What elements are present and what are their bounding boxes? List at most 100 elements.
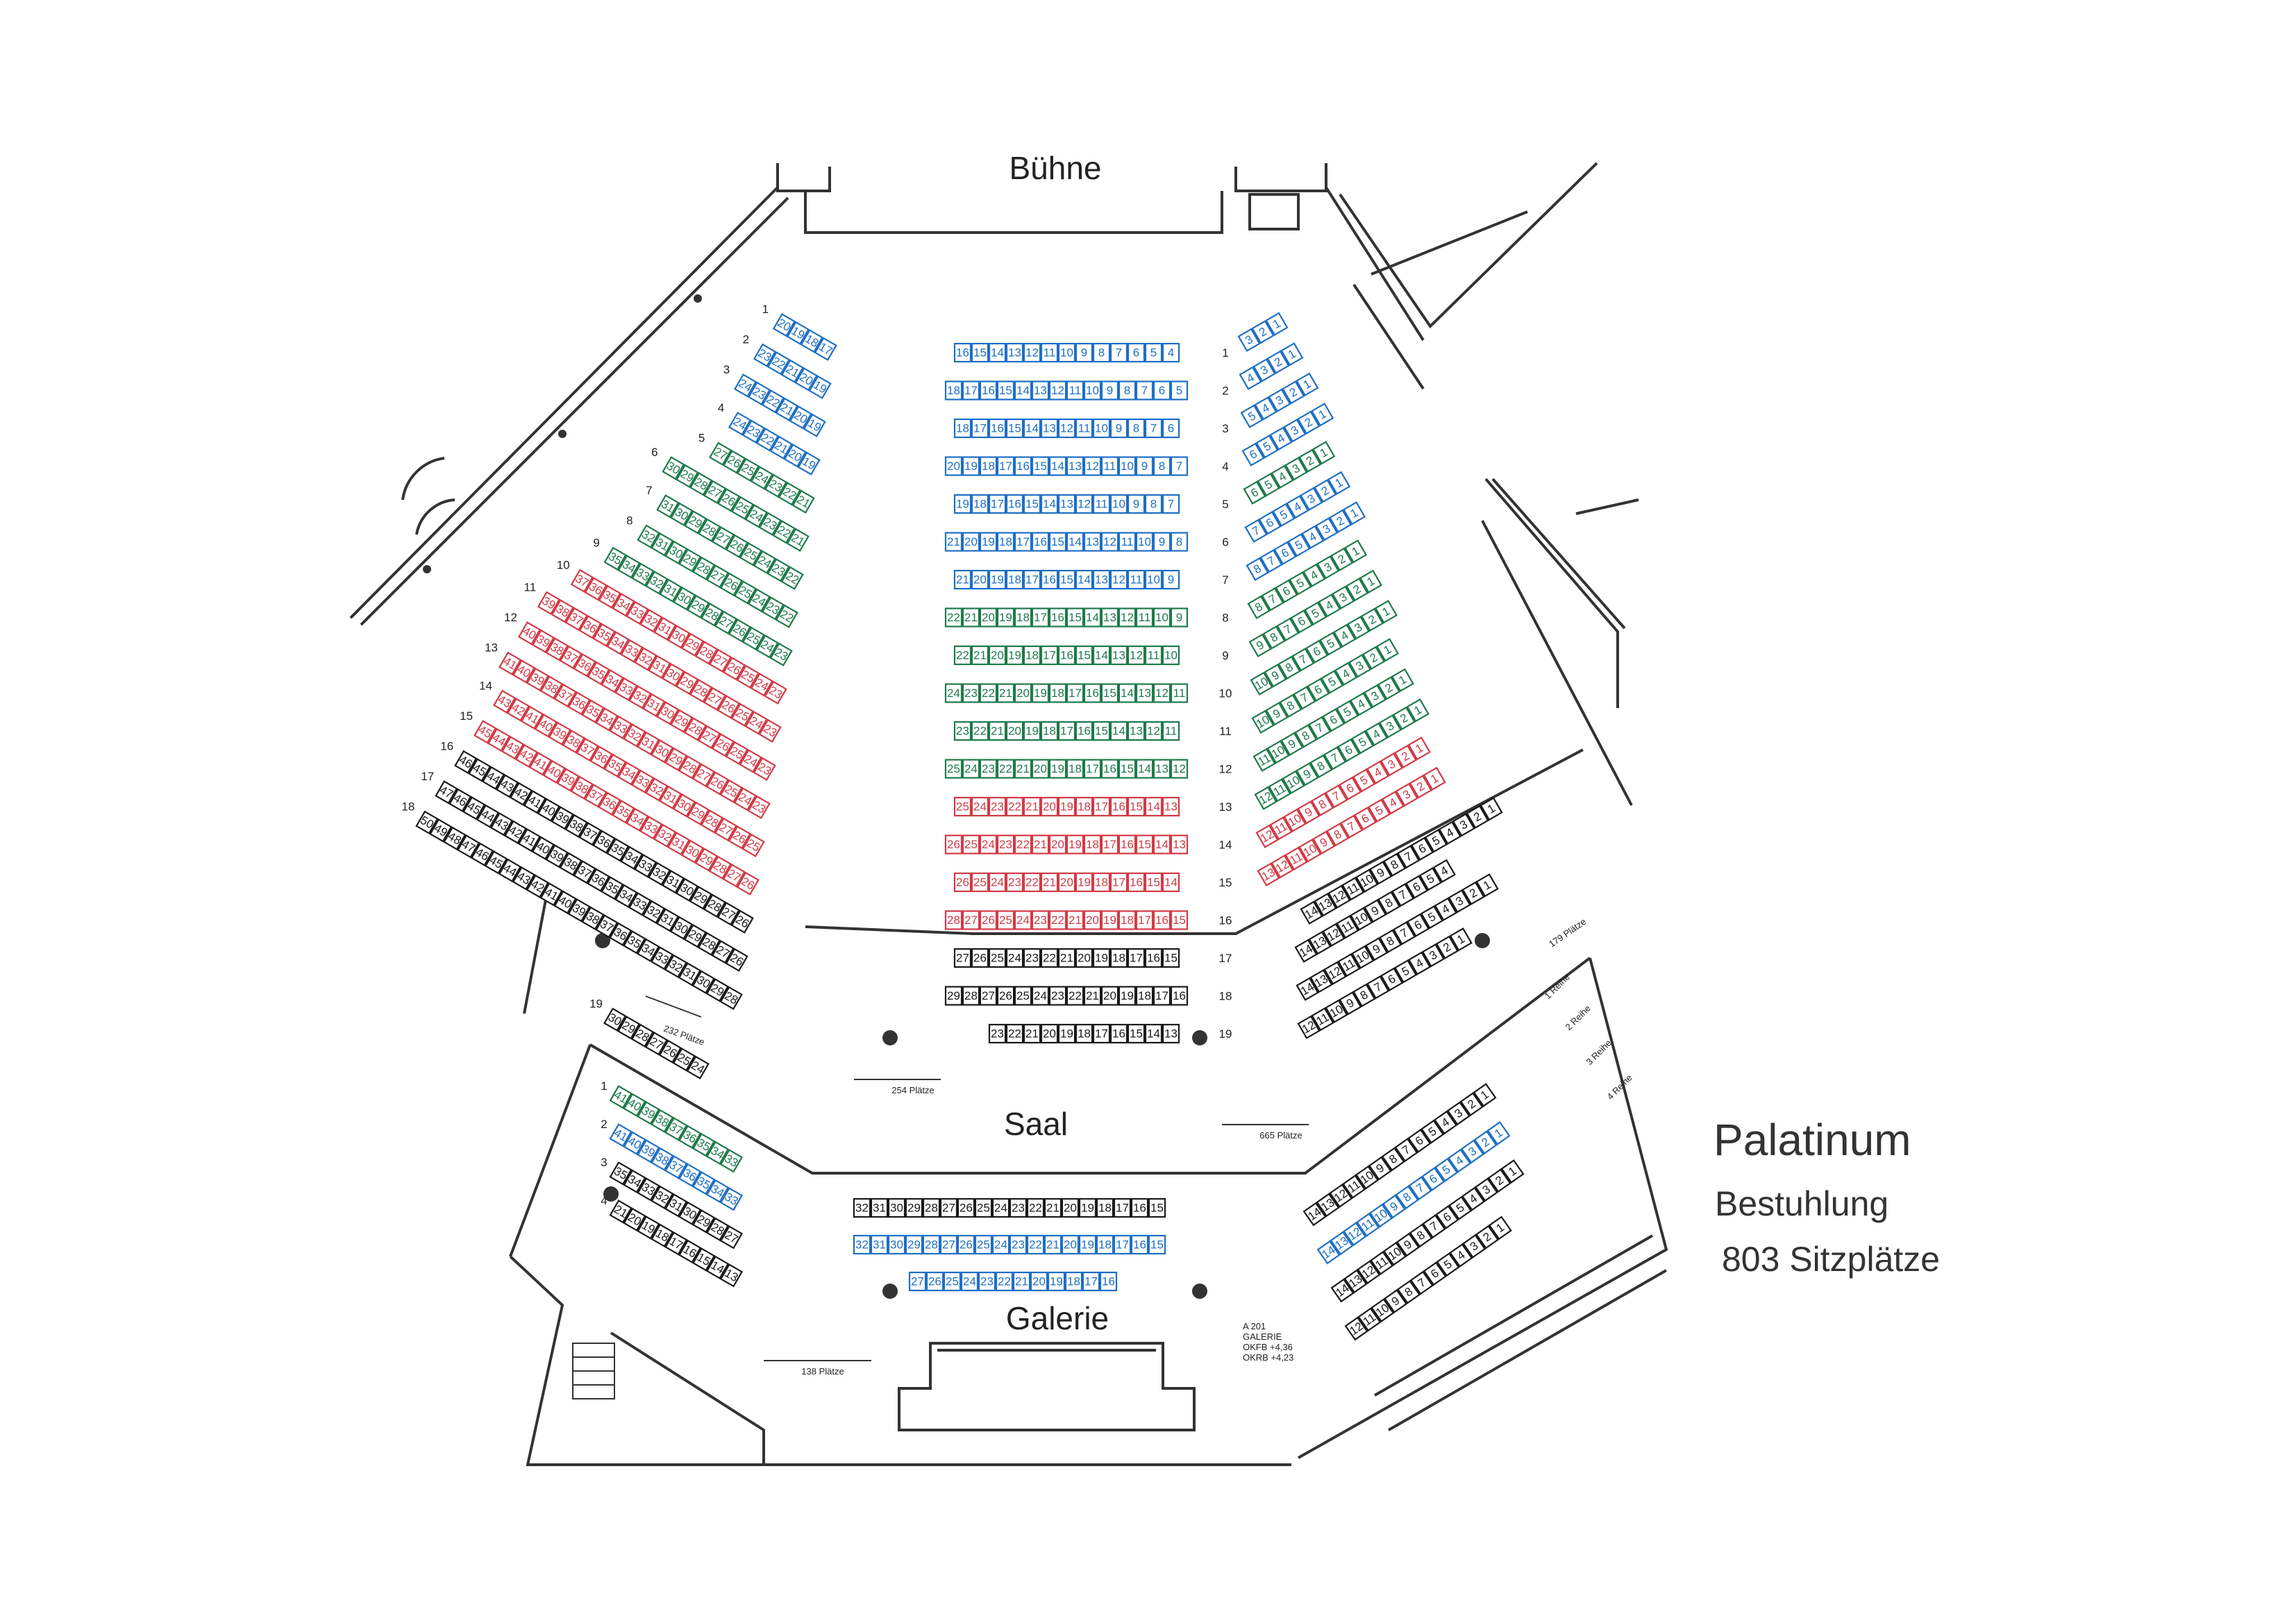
seat[interactable]: 27 — [719, 1225, 744, 1250]
seat[interactable]: 12 — [1083, 456, 1102, 476]
seat[interactable]: 33 — [628, 892, 652, 916]
seat[interactable]: 33 — [639, 816, 663, 840]
seat[interactable]: 2 — [1475, 1225, 1500, 1250]
seat[interactable]: 8 — [1170, 532, 1189, 552]
seat[interactable]: 18 — [1064, 1271, 1083, 1292]
seat[interactable]: 1 — [1327, 471, 1351, 495]
seat[interactable]: 12 — [1100, 532, 1119, 552]
seat[interactable]: 13 — [1162, 1023, 1180, 1044]
seat[interactable]: 18 — [1092, 872, 1111, 893]
seat[interactable]: 2 — [1266, 350, 1290, 374]
seat[interactable]: 40 — [512, 659, 536, 684]
seat[interactable]: 26 — [953, 872, 972, 893]
seat[interactable]: 10 — [1162, 645, 1180, 666]
seat[interactable]: 7 — [1261, 587, 1284, 612]
seat[interactable]: 11 — [1311, 1007, 1334, 1032]
seat[interactable]: 3 — [1316, 555, 1340, 580]
seat[interactable]: 18 — [1005, 569, 1024, 590]
seat[interactable]: 28 — [922, 1234, 941, 1255]
seat[interactable]: 31 — [870, 1234, 889, 1255]
seat[interactable]: 19 — [1118, 986, 1137, 1006]
seat[interactable]: 19 — [962, 456, 980, 476]
seat[interactable]: 28 — [962, 986, 980, 1006]
seat[interactable]: 18 — [971, 494, 989, 514]
seat[interactable]: 24 — [753, 550, 776, 574]
seat[interactable]: 6 — [1423, 1261, 1447, 1286]
seat[interactable]: 16 — [1130, 1234, 1149, 1255]
seat[interactable]: 19 — [1066, 834, 1084, 855]
seat[interactable]: 27 — [703, 687, 727, 711]
seat[interactable]: 18 — [1014, 607, 1032, 628]
seat[interactable]: 6 — [1337, 738, 1361, 762]
seat[interactable]: 16 — [1048, 607, 1067, 628]
seat[interactable]: 6 — [1421, 1167, 1446, 1191]
seat[interactable]: 8 — [1379, 929, 1402, 953]
seat[interactable]: 7 — [1392, 921, 1416, 945]
seat[interactable]: 20 — [1061, 1197, 1080, 1218]
seat[interactable]: 19 — [1057, 796, 1076, 817]
seat[interactable]: 40 — [623, 1093, 646, 1117]
seat[interactable]: 5 — [1336, 700, 1359, 724]
seat[interactable]: 40 — [517, 621, 542, 646]
seat[interactable]: 8 — [1326, 823, 1350, 847]
seat[interactable]: 18 — [1066, 759, 1084, 779]
seat[interactable]: 13 — [1100, 607, 1119, 628]
seat[interactable]: 17 — [1040, 645, 1059, 666]
seat[interactable]: 16 — [1130, 1197, 1149, 1218]
seat[interactable]: 17 — [996, 456, 1015, 476]
seat[interactable]: 3 — [1446, 1101, 1470, 1126]
seat[interactable]: 26 — [971, 948, 989, 968]
seat[interactable]: 22 — [1005, 1023, 1024, 1044]
seat[interactable]: 13 — [1257, 862, 1280, 886]
seat[interactable]: 23 — [1009, 1234, 1028, 1255]
seat[interactable]: 18 — [953, 418, 972, 439]
seat[interactable]: 12 — [1329, 1184, 1353, 1208]
seat[interactable]: 29 — [944, 986, 963, 1006]
seat[interactable]: 19 — [1057, 1023, 1076, 1044]
seat[interactable]: 21 — [962, 607, 980, 628]
seat[interactable]: 3 — [1268, 388, 1291, 412]
seat[interactable]: 36 — [578, 615, 602, 639]
seat[interactable]: 24 — [991, 1234, 1010, 1255]
seat[interactable]: 23 — [741, 419, 766, 444]
seat[interactable]: 32 — [853, 1197, 871, 1218]
seat[interactable]: 6 — [1127, 342, 1146, 363]
seat[interactable]: 17 — [971, 418, 989, 439]
seat[interactable]: 2 — [1297, 410, 1321, 435]
seat[interactable]: 11 — [1118, 532, 1137, 552]
seat[interactable]: 5 — [1144, 342, 1163, 363]
seat[interactable]: 32 — [651, 1185, 674, 1209]
seat[interactable]: 11 — [1066, 380, 1084, 401]
seat[interactable]: 9 — [1127, 494, 1146, 514]
seat[interactable]: 18 — [1075, 796, 1093, 817]
seat[interactable]: 24 — [979, 834, 998, 855]
seat[interactable]: 1 — [1486, 1121, 1511, 1145]
seat[interactable]: 1 — [1449, 927, 1473, 952]
seat[interactable]: 19 — [979, 532, 998, 552]
seat[interactable]: 4 — [1364, 722, 1389, 746]
seat[interactable]: 4 — [1366, 760, 1390, 784]
seat[interactable]: 1 — [1312, 441, 1336, 465]
seat[interactable]: 21 — [1044, 1234, 1062, 1255]
seat[interactable]: 12 — [1344, 1316, 1368, 1341]
seat[interactable]: 7 — [1408, 1176, 1432, 1201]
seat[interactable]: 19 — [1078, 1234, 1097, 1255]
seat[interactable]: 6 — [1162, 418, 1180, 439]
seat[interactable]: 11 — [1092, 494, 1111, 514]
seat[interactable]: 2 — [1329, 509, 1352, 533]
seat[interactable]: 4 — [1162, 342, 1180, 363]
seat[interactable]: 30 — [887, 1234, 906, 1255]
seat[interactable]: 28 — [700, 603, 724, 627]
seat[interactable]: 24 — [728, 412, 752, 436]
seat[interactable]: 20 — [1083, 910, 1102, 930]
seat[interactable]: 11 — [1269, 816, 1293, 841]
seat[interactable]: 2 — [1251, 320, 1275, 344]
seat[interactable]: 11 — [1100, 456, 1119, 476]
seat[interactable]: 2 — [1298, 448, 1322, 473]
seat[interactable]: 5 — [1424, 829, 1448, 853]
seat[interactable]: 15 — [996, 380, 1015, 401]
seat[interactable]: 15 — [1048, 532, 1067, 552]
seat[interactable]: 4 — [1433, 1110, 1458, 1135]
seat[interactable]: 27 — [697, 725, 721, 749]
seat[interactable]: 3 — [1474, 1177, 1498, 1202]
